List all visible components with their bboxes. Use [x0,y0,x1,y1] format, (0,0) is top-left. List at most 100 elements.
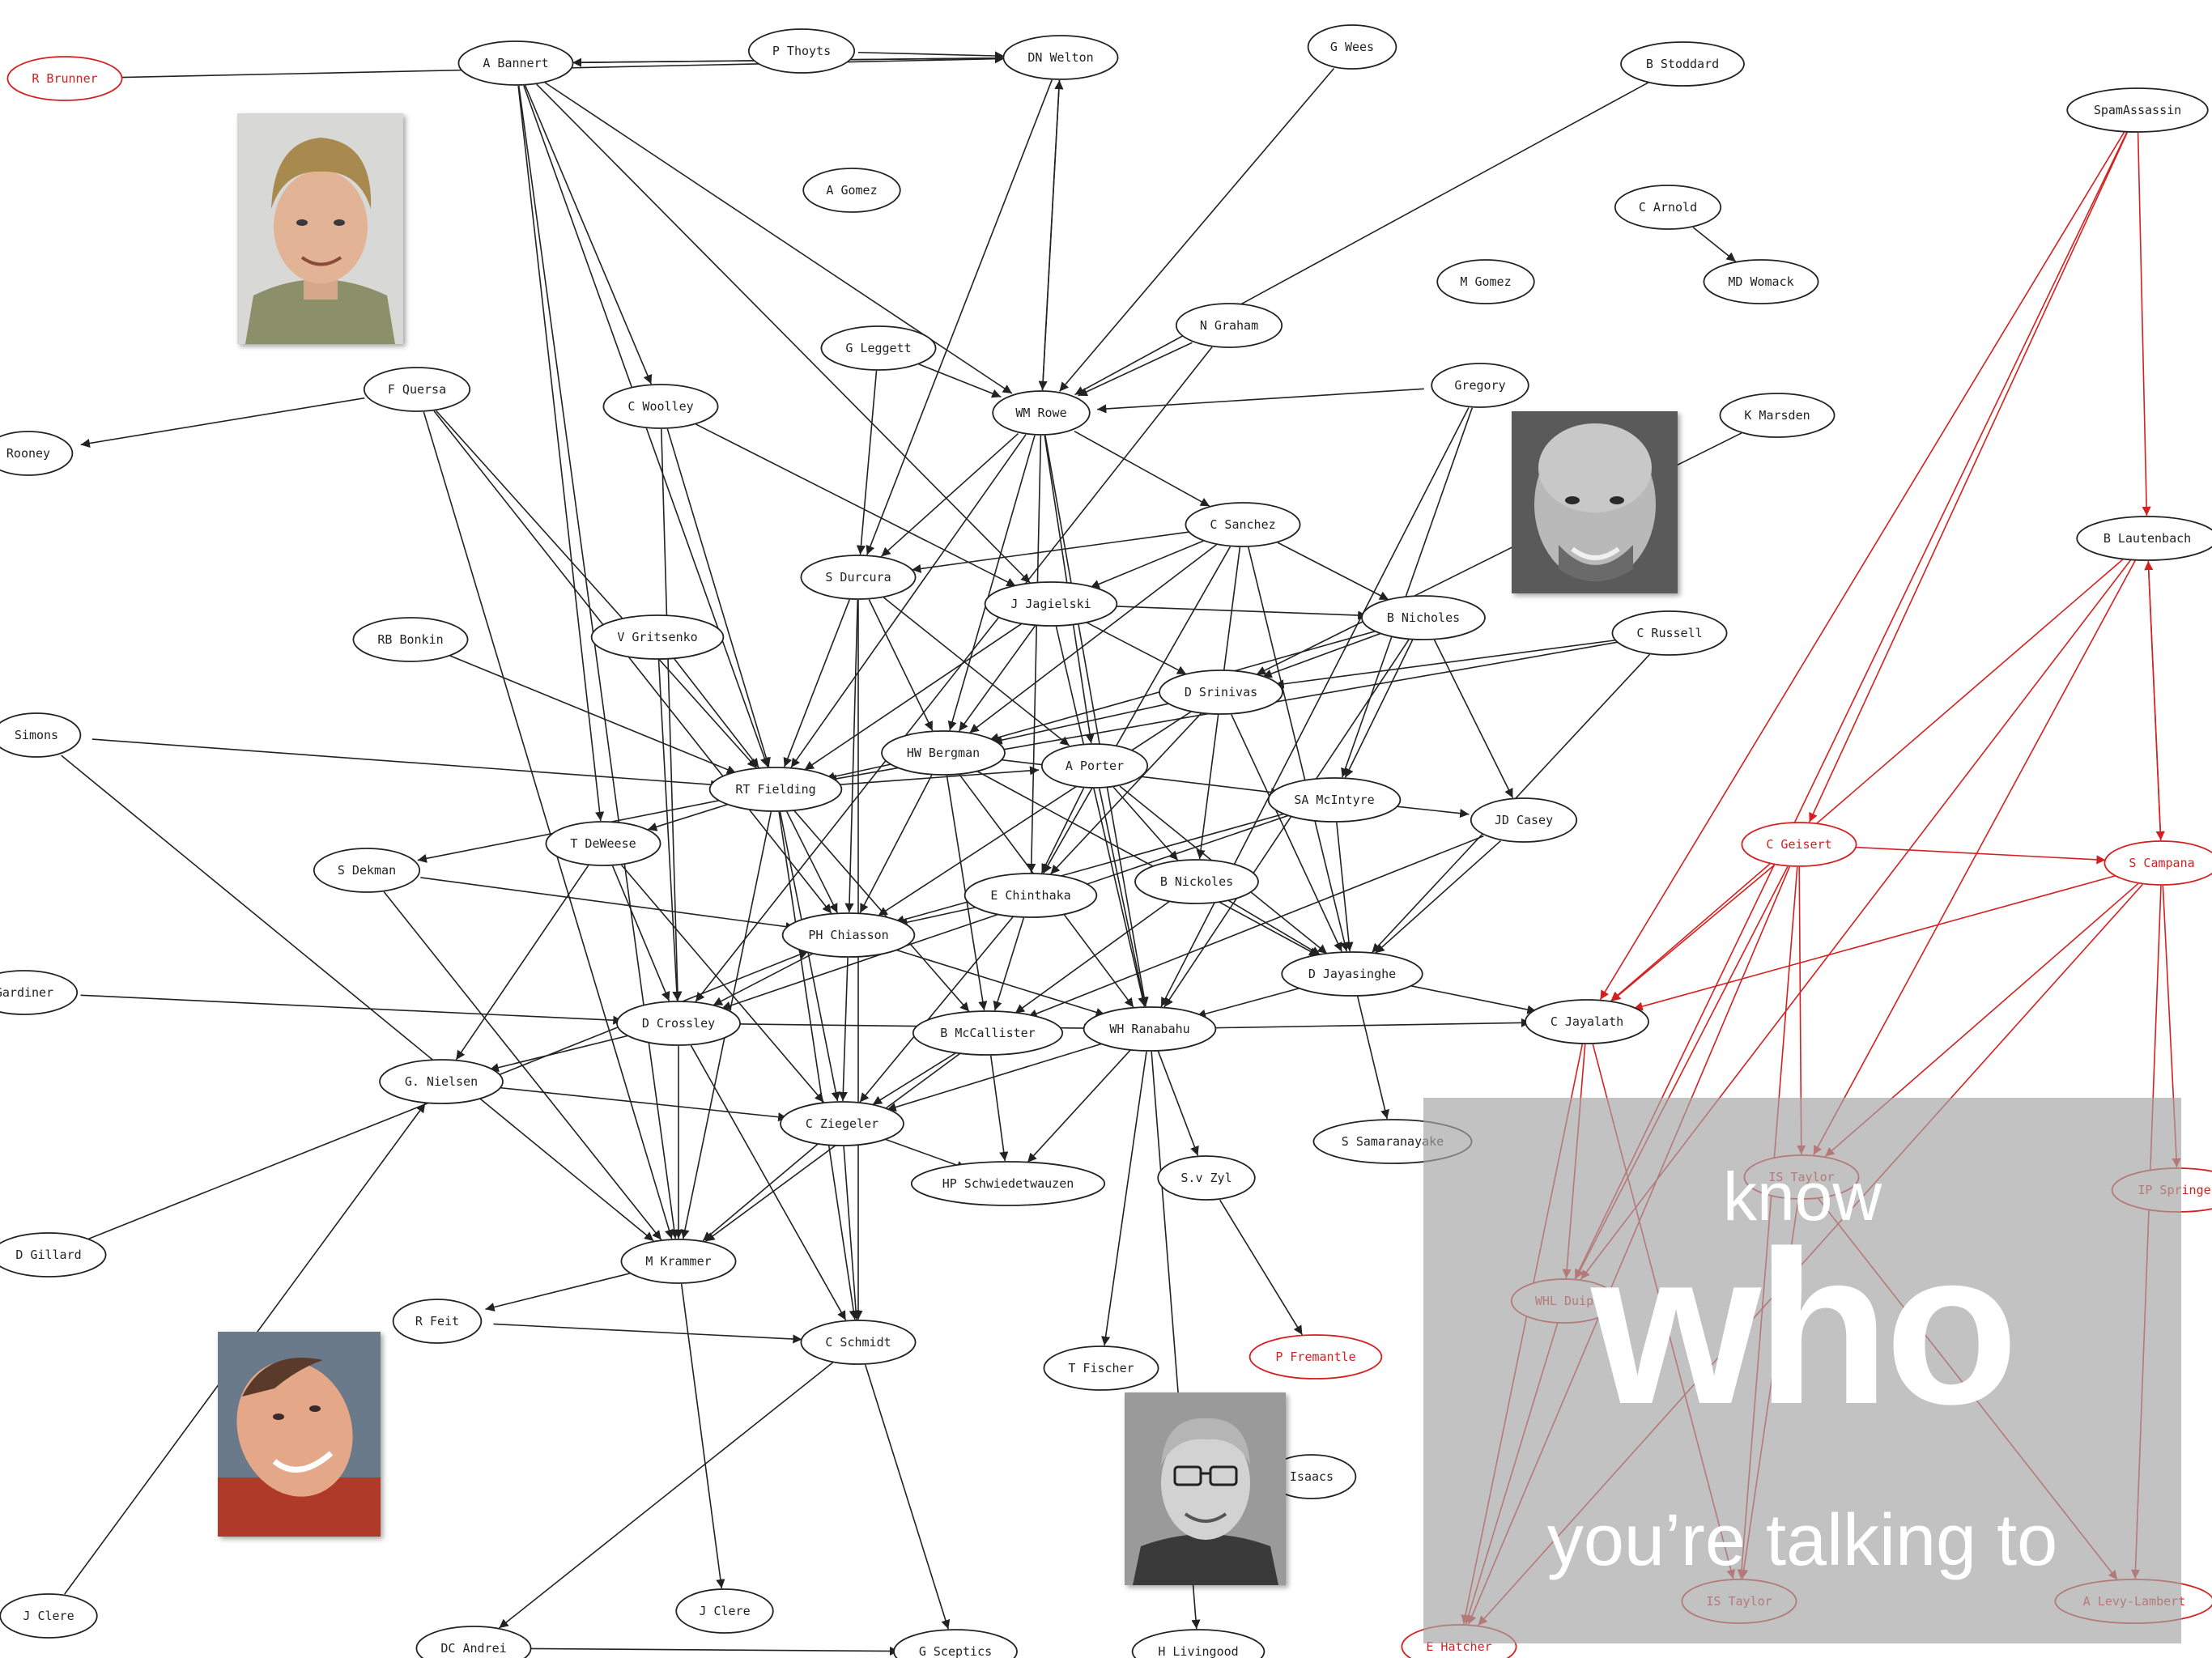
node-ellipse [0,431,74,476]
edge-n4-n22 [866,79,1053,555]
edge-n2-n38 [517,85,605,822]
edge-n49-n56 [702,1143,819,1242]
node-label: B McCallister [940,1026,1035,1040]
graph-node: J Clere [675,1588,774,1634]
edge-n17-n16 [1097,388,1424,414]
node-label: C Russell [1636,626,1702,640]
node-ellipse [802,168,901,213]
graph-node: J Jagielski [984,581,1118,627]
graph-node: B Nicholes [1361,595,1486,640]
node-label: J Clere [699,1604,750,1618]
node-ellipse [1431,363,1529,408]
node-label: E Chinthaka [990,888,1070,903]
node-label: R Brunner [32,71,97,86]
edge-n26-n31 [449,655,737,774]
node-label: G Leggett [845,341,911,355]
node-ellipse [313,848,421,893]
edge-n16-n22 [880,432,1019,558]
edge-n30-n42 [976,770,1319,957]
edge-n49-n51 [883,1138,967,1170]
edge-n28-n30 [993,702,1172,745]
edge-n42-n46 [1196,985,1306,1018]
node-label: K Marsden [1744,408,1810,423]
graph-node: P Fremantle [1249,1334,1383,1380]
node-label: S Dekman [338,863,396,878]
caption-know: know [1722,1158,1882,1235]
red-edge-n35-n47 [1610,864,1776,1002]
graph-node: V Gritsenko [590,614,725,660]
graph-node: S Durcura [800,555,917,600]
edge-n9-n10 [1692,227,1737,262]
node-ellipse [2104,840,2212,886]
node-label: Gregory [1454,378,1505,393]
portrait-photo-spiky-hair [237,113,403,344]
graph-node: P Thoyts [747,28,856,74]
node-ellipse [545,821,661,866]
node-ellipse [379,1059,504,1104]
red-edge-n21-n36 [2147,560,2165,841]
edge-n22-n32 [883,597,1070,746]
edge-n30-n41 [859,775,933,913]
edge-n27-n31 [674,658,759,768]
node-ellipse [590,614,725,660]
graph-node: D Jayasinghe [1281,951,1423,997]
graph-node: WH Ranabahu [1083,1006,1217,1052]
portrait-photo-bald-man [1512,411,1678,593]
graph-node: M Krammer [620,1239,737,1284]
node-ellipse [1040,743,1149,789]
graph-node: G Sceptics [893,1629,1018,1658]
node-label: M Gomez [1460,274,1511,289]
node-label: B Stoddard [1646,57,1719,71]
edge-n39-n45 [993,917,1025,1011]
graph-node: G. Nielsen [379,1059,504,1104]
edge-n23-n28 [1085,621,1187,675]
edge-n32-n40 [1112,786,1179,861]
node-ellipse [1719,393,1836,438]
node-ellipse [415,1626,532,1658]
edge-n28-n41 [878,711,1192,916]
graph-node: C Woolley [602,384,719,429]
graph-node: RT Fielding [708,767,843,812]
node-ellipse [747,28,856,74]
node-ellipse [392,1299,483,1344]
graph-node: A Bannert [457,40,574,86]
node-label: P Thoyts [772,44,831,58]
graph-node: HW Bergman [881,730,1006,776]
node-ellipse [1436,259,1535,304]
red-edge-n7-n35 [1808,132,2129,823]
node-label: WH Ranabahu [1109,1022,1189,1036]
node-label: DN Welton [1027,50,1093,65]
edge-n45-n51 [989,1055,1009,1162]
node-ellipse [910,1161,1106,1206]
node-label: C Arnold [1639,200,1697,215]
edge-n43-n44 [80,994,623,1025]
edge-n14-n41 [433,410,832,914]
graph-node: D Gillard [0,1232,107,1278]
caption-overlay: know who you’re talking to [1423,1098,2181,1643]
edge-n41-n44 [713,952,815,1006]
node-label: HP Schwiedetwauzen [942,1176,1074,1191]
edge-n16-n20 [1074,431,1210,507]
edge-n20-n24 [1277,542,1389,601]
node-ellipse [2076,516,2212,561]
node-label: S Campana [2129,856,2194,870]
caption-who: who [1591,1206,2018,1450]
node-ellipse [0,712,82,758]
edge-n31-n41 [786,811,838,913]
node-ellipse [992,390,1091,436]
node-label: A Gomez [826,183,877,198]
edge-n40-n45 [1015,900,1170,1014]
node-label: C Geisert [1766,837,1831,852]
graph-node: HP Schwiedetwauzen [910,1161,1106,1206]
node-ellipse [1043,1346,1159,1391]
edge-n23-n24 [1107,605,1368,620]
node-label: T Fischer [1068,1361,1134,1375]
node-ellipse [1611,610,1728,656]
red-edge-n7-n47 [1599,131,2125,1001]
red-edge-n7-n21 [2137,132,2151,517]
graph-node: MD Womack [1703,259,1819,304]
graph-node: K Marsden [1719,393,1836,438]
edge-n31-n59 [778,811,858,1320]
node-label: WM Rowe [1015,406,1066,420]
edge-n41-n49 [838,957,849,1102]
